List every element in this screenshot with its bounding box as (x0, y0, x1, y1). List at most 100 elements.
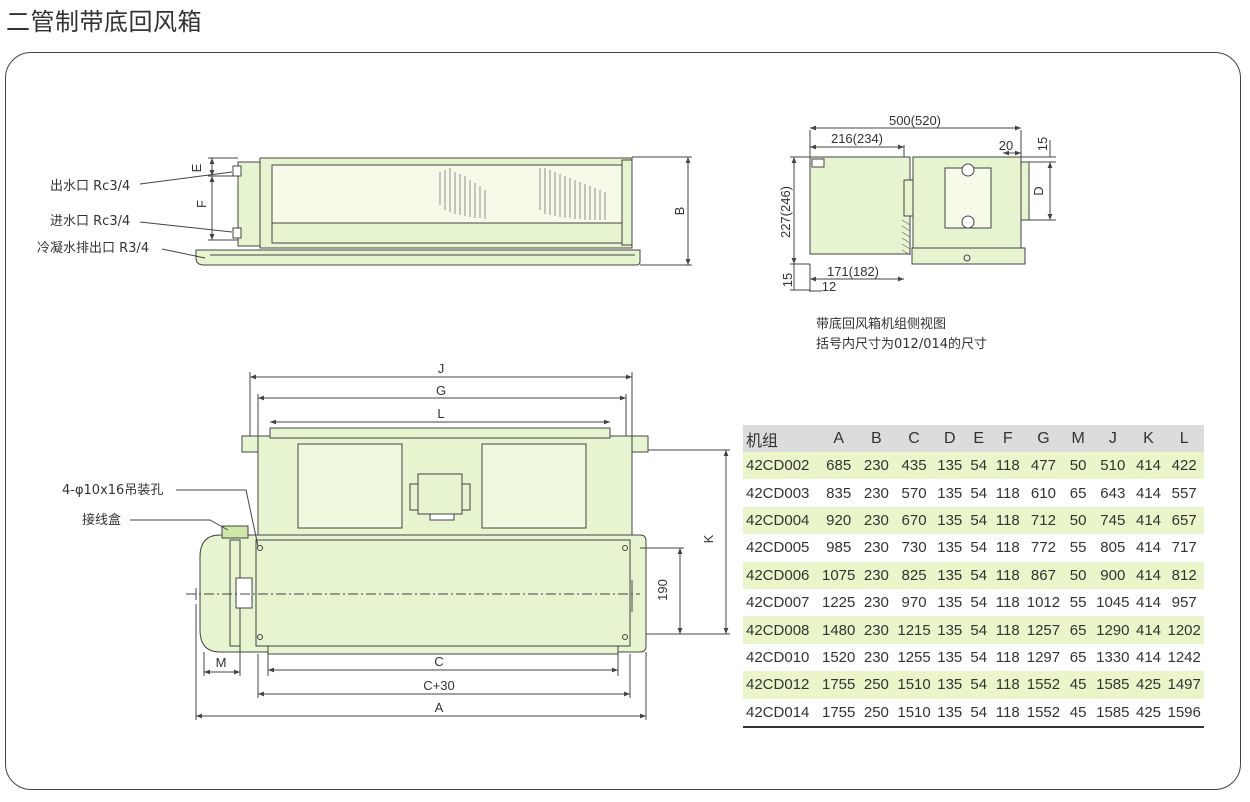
dim-15-top: 15 (1035, 137, 1050, 151)
value-cell: 230 (863, 484, 889, 502)
value-cell: 65 (1063, 616, 1094, 644)
value-cell: 55 (1069, 594, 1087, 612)
value-cell: 435 (894, 452, 934, 480)
dim-190: 190 (655, 579, 670, 601)
value-cell: 1755 (819, 671, 859, 699)
value-cell: 54 (965, 616, 992, 644)
value-cell: 118 (991, 452, 1024, 480)
value-cell: 135 (933, 698, 966, 728)
value-cell: 54 (965, 698, 992, 728)
value-cell: 135 (937, 648, 963, 666)
side-view-caption: 带底回风箱机组侧视图 (816, 317, 947, 332)
dim-20: 20 (999, 138, 1013, 153)
value-cell: 670 (894, 506, 934, 535)
value-cell: 54 (970, 594, 988, 612)
value-cell: 1480 (819, 616, 859, 644)
value-cell: 1215 (894, 616, 934, 644)
model-cell: 42CD006 (743, 561, 819, 589)
value-cell: 135 (933, 452, 966, 480)
value-cell: 835 (826, 484, 852, 502)
value-cell: 118 (995, 539, 1020, 557)
value-cell: 135 (933, 671, 966, 699)
dim-15-bottom: 15 (780, 273, 795, 287)
value-cell: 414 (1135, 594, 1162, 612)
value-cell: 230 (858, 452, 895, 480)
value-cell: 1290 (1093, 616, 1133, 644)
side-view (790, 125, 1056, 292)
value-cell: 1297 (1026, 648, 1061, 666)
dim-12: 12 (822, 279, 836, 294)
dim-b: B (672, 207, 687, 216)
value-cell: 422 (1164, 452, 1204, 480)
bracket-note: 括号内尺寸为012/014的尺寸 (816, 337, 988, 352)
value-cell: 50 (1063, 452, 1094, 480)
value-cell: 643 (1100, 484, 1126, 502)
col-header: L (1164, 425, 1204, 452)
value-cell: 414 (1135, 484, 1162, 502)
value-cell: 772 (1030, 539, 1056, 557)
value-cell: 1202 (1164, 616, 1204, 644)
value-cell: 712 (1023, 506, 1064, 535)
value-cell: 135 (937, 539, 963, 557)
dim-m: M (216, 655, 227, 670)
value-cell: 230 (863, 594, 889, 612)
dim-216-234: 216(234) (831, 131, 883, 146)
value-cell: 45 (1063, 671, 1094, 699)
value-cell: 54 (970, 539, 988, 557)
page-title: 二管制带底回风箱 (6, 8, 202, 36)
value-cell: 805 (1100, 539, 1126, 557)
value-cell: 118 (991, 698, 1024, 728)
label-water-inlet: 进水口 Rc3/4 (50, 214, 130, 229)
value-cell: 118 (991, 671, 1024, 699)
col-header: F (991, 425, 1024, 452)
value-cell: 54 (965, 671, 992, 699)
dim-l: L (437, 406, 444, 421)
value-cell: 477 (1023, 452, 1064, 480)
value-cell: 54 (965, 506, 992, 535)
col-header: C (894, 425, 934, 452)
value-cell: 414 (1132, 616, 1165, 644)
value-cell: 135 (933, 561, 966, 589)
value-cell: 135 (933, 506, 966, 535)
value-cell: 1596 (1164, 698, 1204, 728)
value-cell: 135 (937, 594, 963, 612)
value-cell: 1585 (1093, 671, 1133, 699)
value-cell: 1755 (819, 698, 859, 728)
value-cell: 957 (1171, 594, 1197, 612)
value-cell: 414 (1132, 506, 1165, 535)
front-view (139, 156, 692, 266)
value-cell: 812 (1164, 561, 1204, 589)
value-cell: 1012 (1026, 594, 1061, 612)
dim-f: F (194, 200, 209, 208)
value-cell: 250 (858, 671, 895, 699)
value-cell: 1075 (819, 561, 859, 589)
dim-171-182: 171(182) (827, 264, 879, 279)
col-header: J (1093, 425, 1133, 452)
model-cell: 42CD008 (743, 616, 819, 644)
value-cell: 230 (858, 616, 895, 644)
col-header: G (1023, 425, 1064, 452)
value-cell: 557 (1171, 484, 1197, 502)
plan-view (130, 372, 730, 720)
value-cell: 135 (933, 616, 966, 644)
dim-j: J (438, 361, 445, 376)
value-cell: 730 (901, 539, 927, 557)
dim-d: D (1031, 186, 1046, 195)
value-cell: 118 (995, 594, 1020, 612)
table-header-row: 机组 A B C D E F G M J K L (743, 425, 1204, 452)
model-cell: 42CD002 (743, 452, 819, 480)
value-cell: 118 (995, 648, 1020, 666)
drawing-frame (5, 52, 1241, 790)
value-cell: 230 (858, 561, 895, 589)
value-cell: 1520 (822, 648, 856, 666)
value-cell: 414 (1135, 648, 1162, 666)
value-cell: 414 (1132, 452, 1165, 480)
value-cell: 54 (965, 452, 992, 480)
value-cell: 45 (1063, 698, 1094, 728)
